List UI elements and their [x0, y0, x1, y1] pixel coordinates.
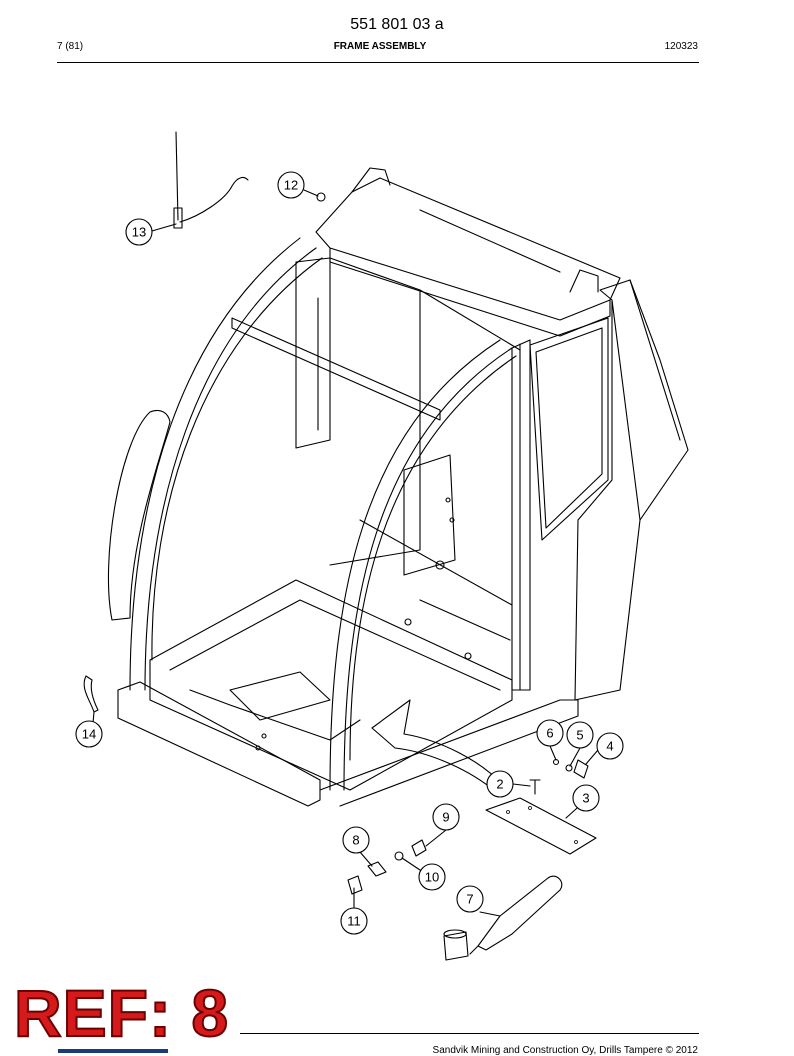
callout-14: [75, 720, 103, 748]
callout-label-13: 13: [132, 225, 146, 240]
callout-label-4: 4: [606, 739, 613, 754]
date-code: 120323: [664, 41, 698, 52]
document-number: 551 801 03 a: [350, 16, 444, 33]
callout-3: [572, 784, 600, 812]
page-number: 7 (81): [57, 41, 84, 52]
callout-label-2: 2: [496, 777, 503, 792]
callout-label-7: 7: [466, 892, 473, 907]
grommet-part: [316, 192, 326, 202]
cab-frame: [107, 167, 689, 807]
cover-plate-part: [485, 797, 597, 855]
callout-label-6: 6: [546, 726, 553, 741]
callout-13: [125, 218, 153, 246]
callout-9: [432, 803, 460, 831]
callout-8: [342, 826, 370, 854]
callout-11: [340, 907, 368, 935]
callout-label-3: 3: [582, 791, 589, 806]
callout-7: [456, 885, 484, 913]
callout-label-5: 5: [576, 728, 583, 743]
cover-plate-holes: [506, 806, 578, 844]
callout-2: [486, 770, 514, 798]
sandvik-logo: [58, 1049, 168, 1053]
callout-label-10: 10: [425, 870, 439, 885]
callout-5: [566, 721, 594, 749]
hardware-parts: [347, 758, 589, 895]
callout-balloons: [91, 189, 599, 917]
header-rule: [57, 62, 699, 63]
ref-stamp: REF: 8: [13, 976, 230, 1050]
page-title: FRAME ASSEMBLY: [333, 41, 427, 52]
footer-copyright: Sandvik Mining and Construction Oy, Dril…: [432, 1045, 698, 1056]
callout-label-11: 11: [347, 914, 361, 929]
callout-label-8: 8: [352, 833, 359, 848]
footer-rule: [240, 1033, 699, 1034]
callout-label-14: 14: [82, 727, 96, 742]
pin-part: [83, 675, 99, 713]
sealant-part: [443, 875, 563, 961]
callout-10: [418, 863, 446, 891]
callout-4: [596, 732, 624, 760]
callout-label-12: 12: [284, 178, 298, 193]
callout-6: [536, 719, 564, 747]
callout-label-9: 9: [442, 810, 449, 825]
antenna-part: [173, 131, 249, 229]
callout-12: [277, 171, 305, 199]
